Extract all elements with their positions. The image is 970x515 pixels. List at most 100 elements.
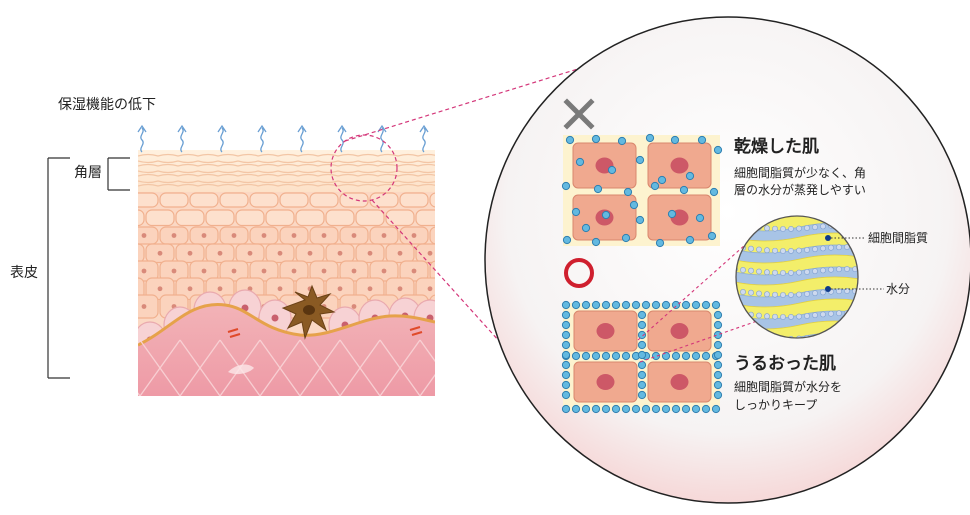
water-molecule	[631, 300, 641, 310]
epidermis-cell	[138, 277, 145, 301]
water-molecule	[637, 390, 647, 400]
epidermis-cell	[415, 243, 435, 264]
water-molecule	[713, 370, 723, 380]
epidermis-cell	[219, 192, 249, 208]
evaporation-arrow	[300, 127, 304, 153]
epidermis-cell	[429, 192, 435, 208]
epidermis-cell	[145, 209, 175, 227]
evaporation-arrows	[137, 124, 429, 153]
water-molecule	[701, 404, 711, 414]
water-molecule	[691, 404, 701, 414]
water-molecule	[637, 330, 647, 340]
dry-skin-heading: 乾燥した肌	[734, 136, 819, 157]
water-molecule	[655, 238, 665, 248]
water-molecule	[713, 350, 723, 360]
water-molecule	[561, 181, 571, 191]
water-molecule	[611, 300, 621, 310]
water-molecule	[601, 404, 611, 414]
epidermis-cell	[138, 192, 159, 208]
water-molecule	[711, 300, 721, 310]
water-molecule	[591, 134, 601, 144]
water-molecule	[641, 300, 651, 310]
water-label: 水分	[886, 282, 910, 296]
lipid-bilayer-zoom	[735, 215, 884, 339]
epidermis-cell	[385, 209, 415, 227]
water-molecule	[561, 300, 571, 310]
water-molecule	[701, 300, 711, 310]
water-molecule	[679, 185, 689, 195]
water-molecule	[671, 351, 681, 361]
water-molecule	[667, 209, 677, 219]
water-molecule	[691, 351, 701, 361]
epidermis-cell	[415, 209, 435, 227]
epidermis-cell	[205, 209, 235, 227]
water-molecule	[713, 340, 723, 350]
epidermis-cell	[355, 209, 385, 227]
water-molecule	[695, 213, 705, 223]
water-molecule	[581, 223, 591, 233]
water-molecule	[637, 360, 647, 370]
water-molecule	[671, 300, 681, 310]
dry-skin-desc-line2: 層の水分が蒸発しやすい	[734, 182, 866, 197]
water-molecule	[645, 133, 655, 143]
dry-skin-cells	[561, 133, 723, 248]
water-molecule	[561, 310, 571, 320]
water-molecule	[562, 235, 572, 245]
water-molecule	[591, 300, 601, 310]
water-molecule	[561, 360, 571, 370]
water-molecule	[651, 300, 661, 310]
water-molecule	[561, 404, 571, 414]
evaporation-arrow	[140, 127, 144, 153]
water-molecule	[711, 404, 721, 414]
dermis-layer	[138, 304, 435, 396]
water-molecule	[650, 181, 660, 191]
water-molecule	[571, 351, 581, 361]
water-molecule	[637, 320, 647, 330]
ok-mark	[564, 258, 594, 288]
water-molecule	[641, 404, 651, 414]
water-molecule	[709, 187, 719, 197]
water-molecule	[621, 404, 631, 414]
water-molecule	[621, 233, 631, 243]
epidermis-cell	[138, 260, 159, 282]
moist-skin-desc-line2: しっかりキープ	[734, 398, 817, 412]
water-molecule	[637, 350, 647, 360]
focus-circle	[330, 134, 398, 202]
skin-cross-section	[138, 150, 435, 396]
stratum-corneum-label: 角層	[74, 165, 102, 181]
epidermis-cell	[138, 243, 145, 264]
water-molecule	[561, 350, 571, 360]
epidermis-cell	[235, 209, 265, 227]
water-molecule	[571, 207, 581, 217]
evaporation-arrow	[340, 127, 344, 153]
water-molecule	[651, 351, 661, 361]
water-molecule	[713, 320, 723, 330]
water-molecule	[561, 340, 571, 350]
cell-nucleus	[670, 323, 689, 339]
cell-nucleus	[596, 323, 615, 339]
water-molecule	[581, 300, 591, 310]
epidermis-cell	[138, 209, 145, 227]
water-molecule	[637, 380, 647, 390]
epidermis-cell	[279, 192, 309, 208]
water-molecule	[631, 404, 641, 414]
water-molecule	[561, 390, 571, 400]
water-molecule	[593, 184, 603, 194]
water-molecule	[565, 135, 575, 145]
water-molecule	[601, 351, 611, 361]
cell-nucleus	[670, 157, 689, 174]
water-molecule	[637, 340, 647, 350]
water-molecule	[661, 351, 671, 361]
epidermis-cell	[159, 192, 189, 208]
epidermis-cell	[369, 192, 399, 208]
water-molecule	[713, 390, 723, 400]
epidermis-bracket	[47, 157, 70, 379]
dry-skin-desc-line1: 細胞間脂質が少なく、角	[734, 165, 866, 180]
water-molecule	[611, 404, 621, 414]
water-molecule	[713, 330, 723, 340]
water-molecule	[661, 300, 671, 310]
cell-nucleus	[596, 374, 615, 390]
water-molecule	[701, 351, 711, 361]
epidermis-cell	[295, 209, 325, 227]
water-molecule	[681, 351, 691, 361]
